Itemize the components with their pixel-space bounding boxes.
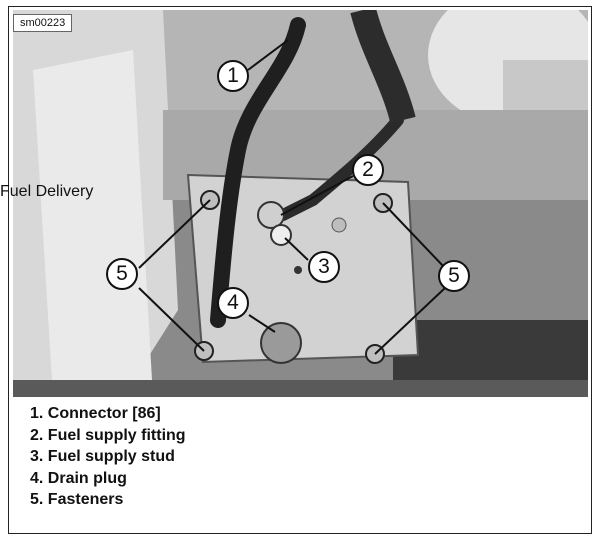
- leader-2: [280, 175, 354, 216]
- section-label: Fuel Delivery: [0, 183, 94, 200]
- leader-5a-top: [138, 199, 211, 269]
- legend-item-connector: 1. Connector [86]: [30, 405, 161, 422]
- callout-1: 1: [217, 60, 249, 92]
- callout-3: 3: [308, 251, 340, 283]
- fuel-supply-fitting: [257, 201, 285, 229]
- figure-id-label: sm00223: [13, 14, 73, 32]
- corrugated-conduit: [350, 10, 416, 124]
- left-bracket-face: [33, 50, 153, 397]
- callout-5-right: 5: [438, 260, 470, 292]
- legend-item-fuel-supply-fitting: 2. Fuel supply fitting: [30, 426, 186, 444]
- callout-5-left: 5: [106, 258, 138, 290]
- component-photo-drawing: [13, 10, 588, 397]
- leader-4: [248, 314, 276, 333]
- legend-item-drain-plug: 4. Drain plug: [30, 469, 127, 487]
- leader-5b-bottom: [374, 287, 446, 355]
- leader-3: [284, 237, 309, 261]
- legend-item-fasteners: 5. Fasteners: [30, 491, 124, 508]
- drain-plug: [260, 322, 302, 364]
- callout-2: 2: [352, 154, 384, 186]
- leader-5b-top: [382, 202, 446, 269]
- leader-lines: [138, 39, 446, 355]
- wiring-harness: [210, 17, 306, 328]
- leader-1: [247, 39, 289, 71]
- callout-4: 4: [217, 287, 249, 319]
- legend-item-fuel-supply-stud: 3. Fuel supply stud: [30, 448, 175, 465]
- component-photo: [13, 10, 588, 397]
- parts-legend: 1. Connector [86] 2. Fuel supply fitting…: [30, 403, 186, 511]
- plate-boss: [331, 217, 347, 233]
- floor-shadow: [13, 380, 588, 397]
- leader-5a-bottom: [138, 287, 205, 352]
- plate-hole: [294, 266, 302, 274]
